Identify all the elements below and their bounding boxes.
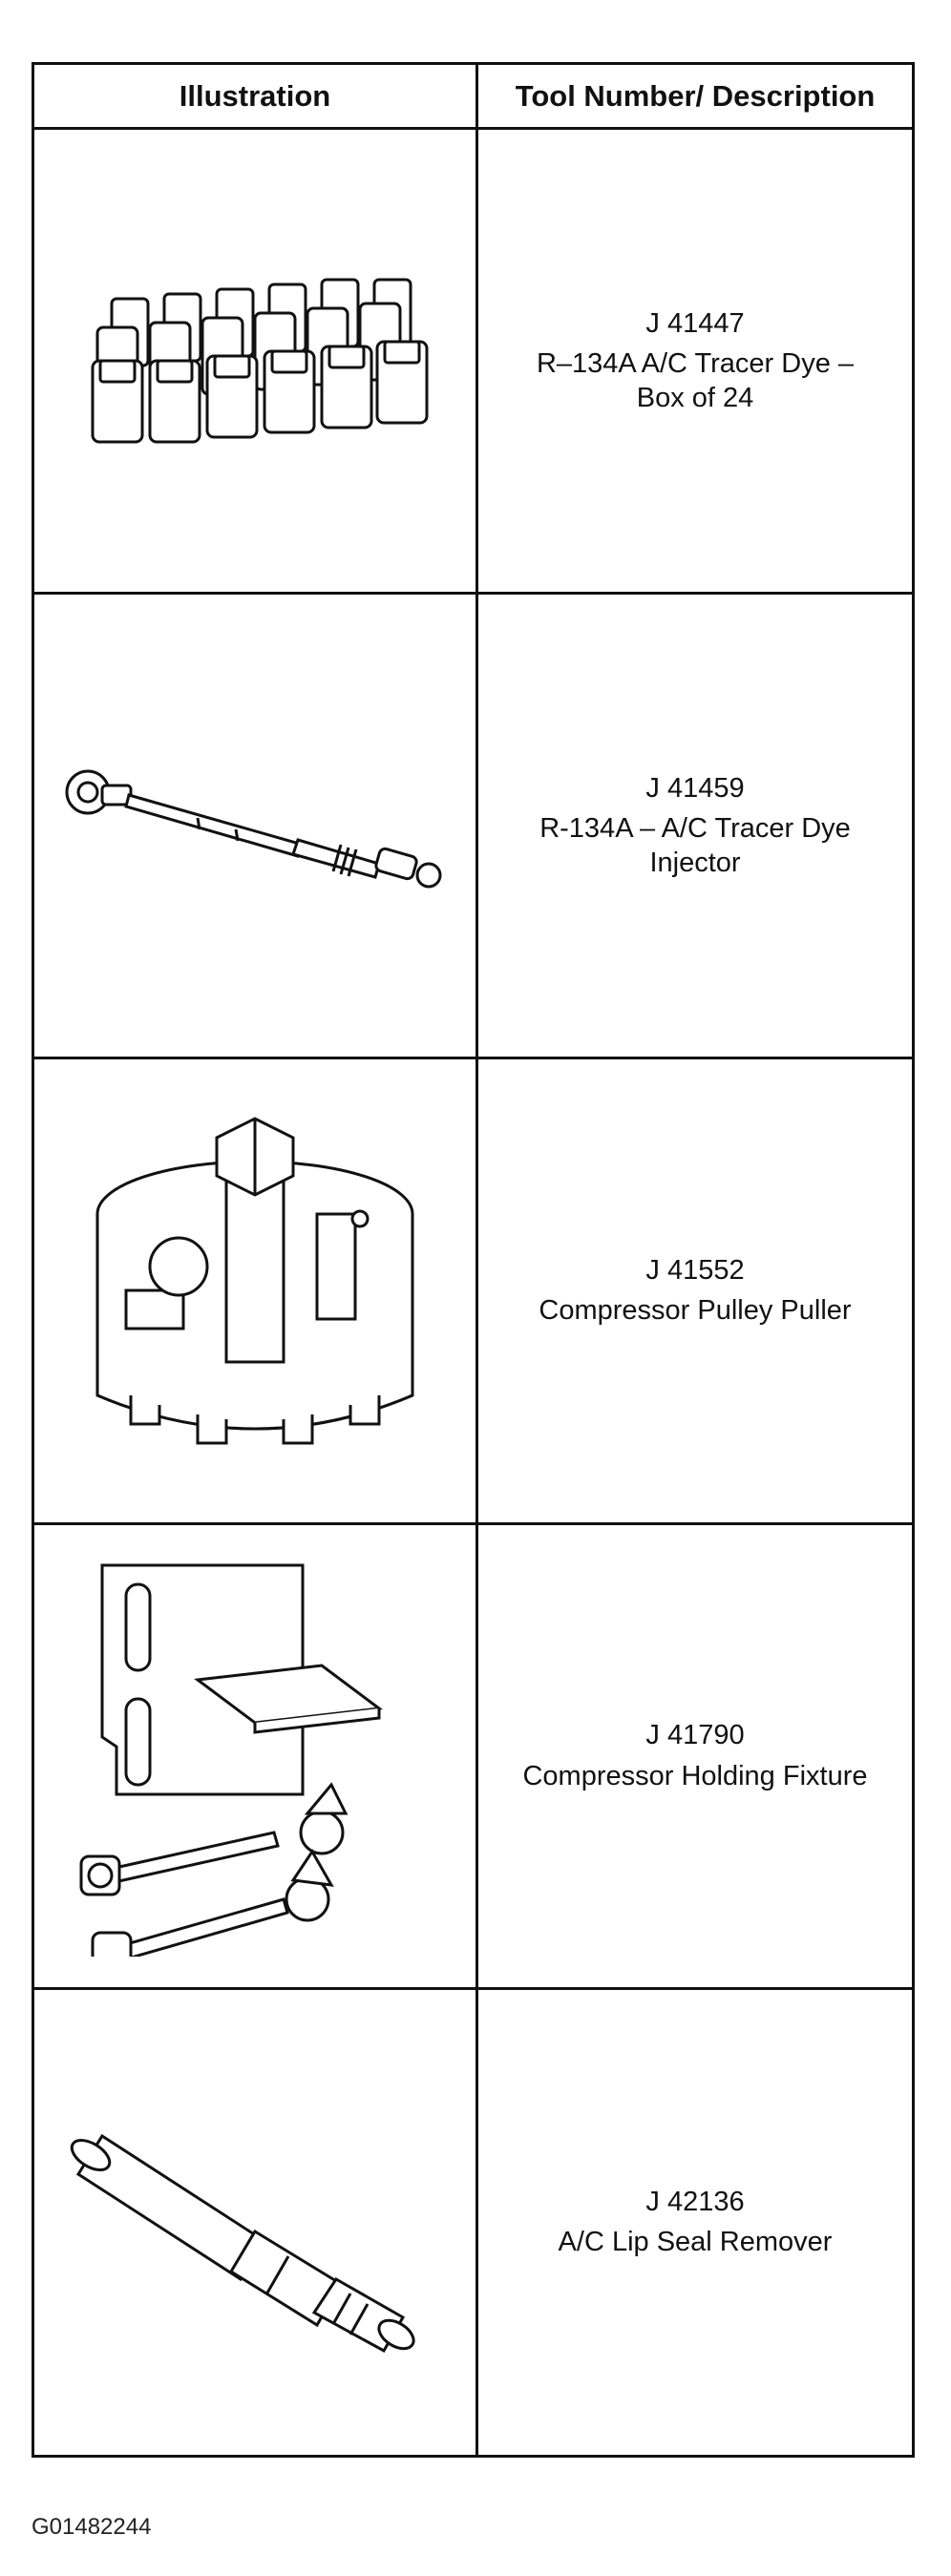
illustration-cell-4 <box>34 1524 478 1990</box>
description-cell-4: J 41790 Compressor Holding Fixture <box>478 1525 912 1990</box>
illustration-cell-5 <box>34 1989 478 2455</box>
tool-description: R-134A – A/C Tracer Dye Injector <box>539 813 851 879</box>
tool-description: Compressor Holding Fixture <box>522 1760 868 1791</box>
tracer-dye-bottles-icon <box>91 278 429 444</box>
tool-description: A/C Lip Seal Remover <box>558 2227 833 2258</box>
tool-number: J 41447 <box>645 307 745 339</box>
tool-number: J 41790 <box>645 1720 745 1751</box>
tool-number: J 41459 <box>645 772 745 804</box>
illustration-cell-1 <box>34 130 478 596</box>
tool-description: R–134A A/C Tracer Dye – Box of 24 <box>536 347 855 414</box>
holding-fixture-icon <box>79 1563 383 1957</box>
tool-table: Illustration Tool Number/ Description <box>32 62 915 2458</box>
description-cell-2: J 41459 R-134A – A/C Tracer Dye Injector <box>478 595 912 1060</box>
dye-injector-icon <box>65 769 442 889</box>
description-cell-3: J 41552 Compressor Pulley Puller <box>478 1059 912 1525</box>
description-cell-5: J 42136 A/C Lip Seal Remover <box>478 1990 912 2455</box>
header-description: Tool Number/ Description <box>478 65 912 130</box>
figure-id: G01482244 <box>32 2514 152 2540</box>
pulley-puller-icon <box>95 1117 414 1445</box>
lip-seal-remover-icon <box>70 2134 415 2354</box>
tool-description: Compressor Pulley Puller <box>539 1295 852 1327</box>
illustration-cell-2 <box>34 595 478 1060</box>
tool-number: J 41552 <box>645 1255 745 1287</box>
illustration-cell-3 <box>34 1059 478 1525</box>
header-illustration: Illustration <box>34 65 478 130</box>
tool-number: J 42136 <box>645 2187 745 2218</box>
description-cell-1: J 41447 R–134A A/C Tracer Dye – Box of 2… <box>478 130 912 596</box>
